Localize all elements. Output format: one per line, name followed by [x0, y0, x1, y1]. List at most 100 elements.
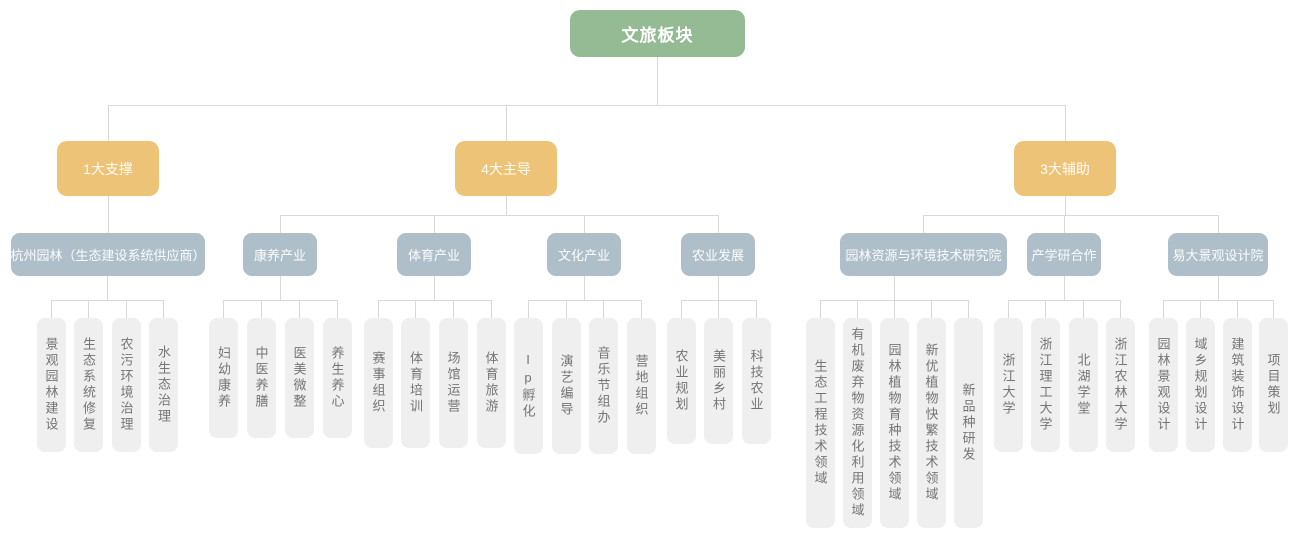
connector-line	[641, 300, 642, 318]
connector-line	[126, 300, 127, 318]
connector-line	[923, 215, 1218, 216]
group-node-sports-industry: 体育产业	[397, 233, 471, 276]
group-node-hangzhou-yuanlin: 杭州园林（生态建设系统供应商）	[11, 233, 205, 276]
group-node-culture-industry: 文化产业	[547, 233, 621, 276]
connector-line	[857, 300, 858, 318]
leaf-node: 浙江理工大学	[1030, 318, 1060, 452]
branch-node-auxiliary: 3大辅助	[1014, 141, 1116, 196]
leaf-node: 新优植物快繁技术领域	[916, 318, 946, 528]
connector-line	[584, 276, 585, 300]
leaf-node: 农污环境治理	[111, 318, 141, 452]
leaf-node: 营地组织	[626, 318, 656, 454]
leaf-node: 园林景观设计	[1148, 318, 1178, 452]
connector-line	[337, 300, 338, 318]
connector-line	[681, 300, 682, 318]
connector-line	[528, 300, 641, 301]
leaf-node: 域乡规划设计	[1185, 318, 1215, 452]
leaf-node: 农业规划	[666, 318, 696, 444]
connector-line	[506, 105, 507, 141]
connector-line	[1120, 300, 1121, 318]
leaf-node: 北湖学堂	[1068, 318, 1098, 452]
leaf-node: 美丽乡村	[704, 318, 733, 444]
connector-line	[1008, 300, 1009, 318]
connector-line	[280, 215, 718, 216]
group-node-yida-landscape-design-institute: 易大景观设计院	[1168, 233, 1268, 276]
leaf-node: 中医养膳	[246, 318, 276, 438]
connector-line	[566, 300, 567, 318]
connector-line	[88, 300, 89, 318]
connector-line	[584, 215, 585, 233]
connector-line	[1008, 300, 1120, 301]
leaf-node: 妇幼康养	[209, 318, 238, 438]
connector-line	[434, 215, 435, 233]
connector-line	[718, 300, 719, 318]
connector-line	[894, 300, 895, 318]
leaf-node: 体育培训	[401, 318, 430, 448]
connector-line	[1163, 300, 1273, 301]
connector-line	[1218, 215, 1219, 233]
leaf-node: Ip孵化	[513, 318, 543, 454]
connector-line	[299, 300, 300, 318]
connector-line	[1065, 196, 1066, 215]
leaf-node: 水生态治理	[149, 318, 178, 452]
connector-line	[1237, 300, 1238, 318]
connector-line	[108, 105, 1065, 106]
connector-line	[1064, 215, 1065, 233]
connector-line	[820, 300, 821, 318]
connector-line	[223, 300, 337, 301]
leaf-node: 养生养心	[322, 318, 352, 438]
connector-line	[931, 300, 932, 318]
connector-line	[1218, 276, 1219, 300]
connector-line	[378, 300, 491, 301]
leaf-node: 医美微整	[284, 318, 314, 438]
connector-line	[528, 300, 529, 318]
connector-line	[491, 300, 492, 318]
connector-line	[718, 215, 719, 233]
connector-line	[756, 300, 757, 318]
leaf-node: 园林植物育种技术领域	[879, 318, 909, 528]
connector-line	[1083, 300, 1084, 318]
group-node-research-institute: 园林资源与环境技术研究院	[840, 233, 1007, 276]
branch-node-support: 1大支撑	[57, 141, 159, 196]
connector-line	[657, 57, 658, 105]
leaf-node: 音乐节组办	[588, 318, 618, 454]
leaf-node: 新品种研发	[953, 318, 983, 528]
connector-line	[968, 300, 969, 318]
connector-line	[261, 300, 262, 318]
leaf-node: 浙江大学	[993, 318, 1023, 452]
connector-line	[1163, 300, 1164, 318]
connector-line	[1064, 276, 1065, 300]
connector-line	[107, 276, 108, 300]
connector-line	[894, 276, 895, 300]
leaf-node: 场馆运营	[438, 318, 468, 448]
leaf-node: 项目策划	[1258, 318, 1288, 452]
connector-line	[163, 300, 164, 318]
leaf-node: 生态工程技术领域	[805, 318, 835, 528]
connector-line	[415, 300, 416, 318]
connector-line	[1200, 300, 1201, 318]
leaf-node: 演艺编导	[551, 318, 581, 454]
connector-line	[1273, 300, 1274, 318]
connector-line	[223, 300, 224, 318]
leaf-node: 有机废弃物资源化利用领域	[842, 318, 872, 528]
root-node: 文旅板块	[570, 10, 745, 57]
connector-line	[280, 276, 281, 300]
connector-line	[718, 276, 719, 300]
connector-line	[453, 300, 454, 318]
leaf-node: 浙江农林大学	[1105, 318, 1135, 452]
leaf-node: 建筑装饰设计	[1222, 318, 1252, 452]
leaf-node: 生态系统修复	[74, 318, 103, 452]
group-node-agriculture-development: 农业发展	[681, 233, 755, 276]
connector-line	[108, 105, 109, 141]
leaf-node: 赛事组织	[363, 318, 393, 448]
leaf-node: 体育旅游	[476, 318, 506, 448]
connector-line	[280, 215, 281, 233]
connector-line	[603, 300, 604, 318]
connector-line	[51, 300, 52, 318]
group-node-industry-academia-cooperation: 产学研合作	[1027, 233, 1101, 276]
leaf-node: 科技农业	[741, 318, 771, 444]
connector-line	[378, 300, 379, 318]
branch-node-main: 4大主导	[455, 141, 557, 196]
connector-line	[923, 215, 924, 233]
